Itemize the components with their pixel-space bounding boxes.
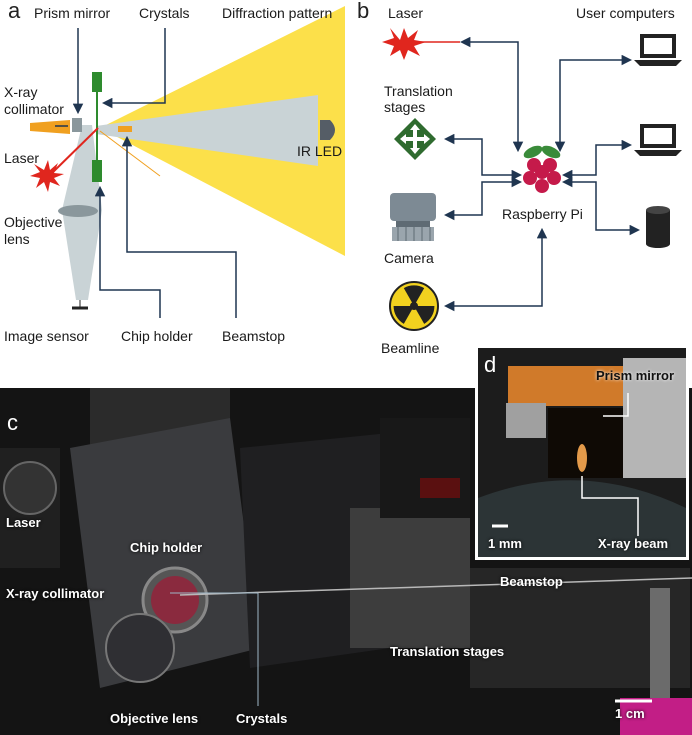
link-beamline [443,227,548,312]
objective-lens-label-1: Objective [4,214,63,230]
beamline-label: Beamline [381,340,440,356]
xray-beam [96,95,318,166]
photo-leaders [170,592,652,706]
panel-a-diagram [30,6,345,318]
ir-led-icon [320,120,335,140]
objective-lens-label-2: lens [4,231,30,247]
chip-holder-leader [94,185,161,318]
ir-led-label: IR LED [297,143,343,159]
objective-lens-icon [58,205,98,217]
laser-icon [382,28,426,60]
link-database [561,176,641,236]
chip-holder-top [92,72,102,92]
laser-burst-icon [30,160,64,192]
crystals-label: Crystals [139,5,190,21]
radiation-icon [389,281,439,331]
xray-collimator-label-1: X-ray [4,84,38,100]
inset-scale-label: 1 mm [488,536,522,551]
inset-prism-mirror-label: Prism mirror [596,368,675,383]
image-sensor-label: Image sensor [4,328,89,344]
beamstop-label: Beamstop [222,328,286,344]
laptop-icon-2 [634,124,682,156]
raspberry-pi-label: Raspberry Pi [502,206,583,222]
crystals-leader [101,28,166,109]
database-icon [646,206,670,248]
link-laser [459,36,524,153]
link-laptop-1 [554,54,633,153]
prism-mirror-label: Prism mirror [34,5,111,21]
laptop-icon-1 [634,34,682,66]
camera-icon [390,193,436,241]
photo-scale-label: 1 cm [615,706,645,721]
laser-beam [49,127,99,176]
link-stages [443,133,523,181]
photo-objective-lens-label: Objective lens [110,711,199,726]
translation-stages-icon [394,118,436,160]
chip-holder-bottom [92,160,102,182]
photo-crystals-label: Crystals [236,711,288,726]
prism-mirror-icon [72,118,82,132]
panel-b-letter: b [357,0,370,23]
photo-xray-collimator-label: X-ray collimator [6,586,105,601]
user-computers-label: User computers [576,5,675,21]
panel-c-photo-art [0,388,692,735]
panel-a-letter: a [8,0,21,23]
panel-c-photo: c Laser Chip holder X-ray collimator Bea… [0,388,692,735]
photo-laser-label: Laser [6,515,41,530]
panel-d-letter: d [484,352,497,377]
beamstop-leader [121,135,237,318]
photo-translation-stages-label: Translation stages [390,644,505,659]
chip-holder-label: Chip holder [121,328,193,344]
translation-stages-label-1: Translation [384,83,453,99]
panel-c-letter: c [7,410,18,435]
panel-d-inset: d Prism mirror X-ray beam 1 mm [475,345,689,560]
laser-label: Laser [4,150,40,166]
xray-collimator-label-2: collimator [4,101,64,117]
inset-xray-beam-label: X-ray beam [598,536,669,551]
link-camera [443,176,523,221]
panel-d-photo-art [478,348,686,557]
xray-collimator-icon [30,120,70,134]
inset-leaders [492,393,639,536]
beamstop-icon [118,126,132,132]
camera-label: Camera [384,250,434,266]
laser-label-b: Laser [388,5,424,21]
photo-beamstop-label: Beamstop [500,574,563,589]
link-laptop-2 [561,139,633,181]
panel-b-diagram [382,28,682,331]
raspberry-pi-icon [523,145,561,193]
photo-chip-holder-label: Chip holder [130,540,203,555]
translation-stages-label-2: stages [384,99,426,115]
diffraction-pattern-label: Diffraction pattern [222,5,333,21]
